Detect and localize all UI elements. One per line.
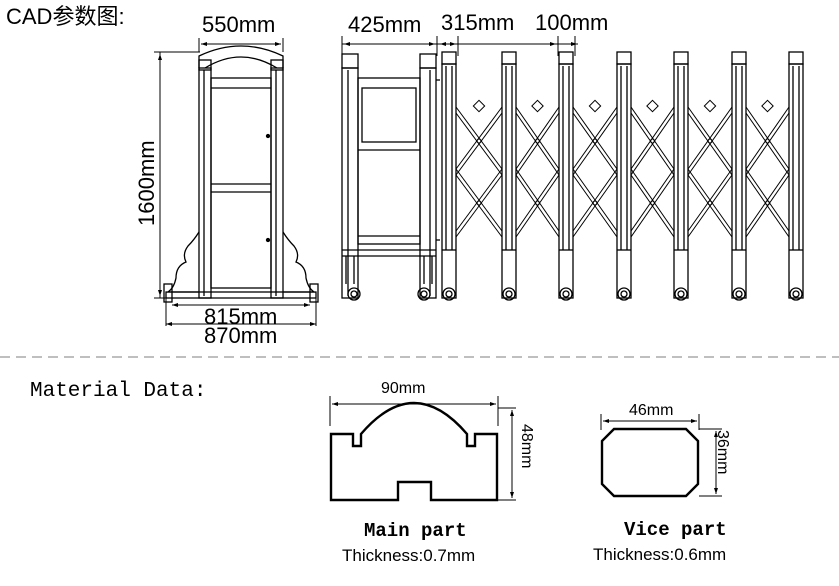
dim-section-spacing: 315mm <box>441 10 515 35</box>
post-cap <box>616 51 632 65</box>
page-title: CAD参数图: <box>6 4 125 29</box>
main-part-name: Main part <box>364 520 467 542</box>
gate-post <box>501 63 517 299</box>
scissor-bar <box>745 106 790 170</box>
material-label: Material Data: <box>30 380 207 403</box>
vice-part-width: 46mm <box>629 402 674 419</box>
scissor-bar <box>515 106 560 170</box>
post-cap <box>731 51 747 65</box>
scissor-bar <box>455 168 503 232</box>
gate-post <box>673 63 689 299</box>
post-cap <box>441 51 457 65</box>
main-part-profile <box>329 396 516 502</box>
dim-front-width: 550mm <box>202 12 276 37</box>
main-part-width: 90mm <box>381 380 426 397</box>
gate-post <box>616 63 632 299</box>
dim-panel-width: 425mm <box>348 12 422 37</box>
gate-wheel <box>617 287 631 301</box>
dim-base-outer: 870mm <box>204 323 278 348</box>
post-cap <box>501 51 517 65</box>
scissor-bar <box>630 106 675 170</box>
post-cap <box>673 51 689 65</box>
scissor-bar <box>455 106 503 170</box>
gate-elevation <box>341 36 804 301</box>
vice-part-profile <box>600 414 722 498</box>
gate-wheel <box>442 287 456 301</box>
vice-part-name: Vice part <box>624 519 727 541</box>
dim-post-width: 100mm <box>535 10 609 35</box>
gate-wheel <box>732 287 746 301</box>
gate-wheel <box>559 287 573 301</box>
gate-post <box>731 63 747 299</box>
scissor-bar <box>515 168 560 232</box>
scissor-bar <box>572 168 618 232</box>
gate-post <box>441 63 457 299</box>
vice-part-thickness: Thickness:0.6mm <box>593 545 727 564</box>
gate-wheel <box>502 287 516 301</box>
main-part-height: 48mm <box>518 424 535 469</box>
post-cap <box>558 51 574 65</box>
scissor-bar <box>687 168 733 232</box>
gate-wheel <box>789 287 803 301</box>
dim-height: 1600mm <box>134 140 159 226</box>
gate-post <box>788 63 804 299</box>
dim-base-inner: 815mm <box>204 304 278 329</box>
gate-post <box>558 63 574 299</box>
scissor-bar <box>745 168 790 232</box>
front-view <box>154 38 319 326</box>
vice-part-height: 36mm <box>714 430 731 475</box>
scissor-bar <box>572 106 618 170</box>
main-part-thickness: Thickness:0.7mm <box>342 546 476 565</box>
scissor-bar <box>630 168 675 232</box>
post-cap <box>788 51 804 65</box>
gate-wheel <box>674 287 688 301</box>
scissor-bar <box>687 106 733 170</box>
